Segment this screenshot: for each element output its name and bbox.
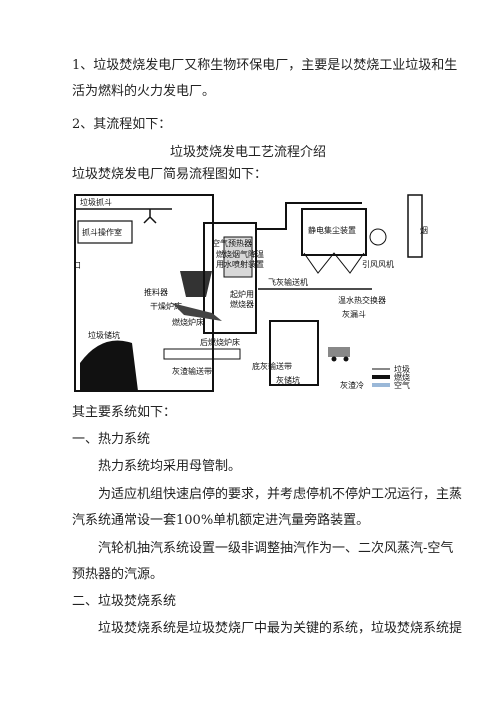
section-1-paragraph-2-line-1: 为适应机组快速启停的要求，并考虑停机不停炉工况运行，主蒸	[98, 487, 463, 502]
label-dry-grate: 干燥炉床	[150, 301, 182, 311]
doc-title: 垃圾焚烧发电工艺流程介绍	[169, 145, 326, 160]
section-1-paragraph-2-line-2: 汽系统通常设一套100%单机额定进汽量旁路装置。	[72, 513, 370, 528]
label-post-grate: 后燃烧炉床	[200, 337, 240, 347]
building-outline	[74, 194, 214, 392]
label-fly-ash-conveyor: 飞灰输送机	[268, 277, 308, 287]
section-2-heading: 二、垃圾焚烧系统	[72, 594, 177, 609]
label-startup-2: 燃烧器	[230, 299, 254, 309]
label-grab-room: 抓斗操作室	[82, 227, 122, 237]
paragraph-1-line-2: 活为燃料的火力发电厂。	[72, 84, 216, 99]
label-entrance: 口	[73, 261, 81, 270]
label-slag-cooling: 灰渣冷	[340, 380, 364, 390]
label-chimney: 烟	[420, 226, 428, 235]
section-1-paragraph-3-line-1: 汽轮机抽汽系统设置一级非调整抽汽作为一、二次风蒸汽-空气	[98, 541, 454, 556]
label-grab: 垃圾抓斗	[80, 197, 112, 207]
legend-combustion: 燃烧	[394, 372, 410, 382]
label-esp: 静电集尘装置	[308, 225, 356, 235]
diagram-intro: 垃圾焚烧发电厂简易流程图如下：	[72, 167, 268, 182]
label-flue-gas-cooling-1: 燃烧烟气降温	[216, 249, 264, 259]
label-startup-1: 起炉用	[230, 289, 254, 299]
paragraph-1-line-1: 1、垃圾焚烧发电厂又称生物环保电厂，主要是以焚烧工业垃圾和生	[72, 58, 458, 73]
label-induced-fan: 引风风机	[362, 259, 394, 269]
label-air-preheater: 空气预热器	[212, 238, 252, 248]
section-2-paragraph-1-line-1: 垃圾焚烧系统是垃圾焚烧厂中最为关键的系统，垃圾焚烧系统提	[98, 621, 463, 636]
label-ash-pit: 灰储坑	[276, 375, 300, 385]
legend-waste: 垃圾	[394, 364, 410, 374]
label-waste-pit: 垃圾储坑	[88, 330, 120, 340]
paragraph-2: 2、其流程如下：	[72, 117, 172, 132]
section-1-heading: 一、热力系统	[72, 432, 151, 447]
label-flue-gas-cooling-2: 用水喷射装置	[216, 259, 264, 269]
label-burn-grate: 燃烧炉床	[172, 317, 204, 327]
truck-icon	[328, 347, 350, 362]
label-heat-exchanger: 温水热交换器	[338, 295, 386, 305]
incineration-process-diagram: 垃圾抓斗 抓斗操作室 空气预热器 垃圾储坑 口 推料器 干燥炉床 燃烧炉床 后燃…	[72, 193, 430, 393]
label-ash-hopper: 灰漏斗	[342, 309, 366, 319]
label-bottom-ash-conveyor: 底灰输送带	[252, 361, 292, 371]
grab-icon	[143, 209, 157, 224]
label-slag-conveyor: 灰渣输送带	[172, 366, 212, 376]
section-1-paragraph-3-line-2: 预热器的汽源。	[72, 567, 164, 582]
legend-air: 空气	[394, 380, 410, 390]
label-pusher: 推料器	[144, 287, 168, 297]
systems-intro: 其主要系统如下：	[72, 405, 177, 420]
section-1-paragraph-1: 热力系统均采用母管制。	[98, 459, 242, 474]
